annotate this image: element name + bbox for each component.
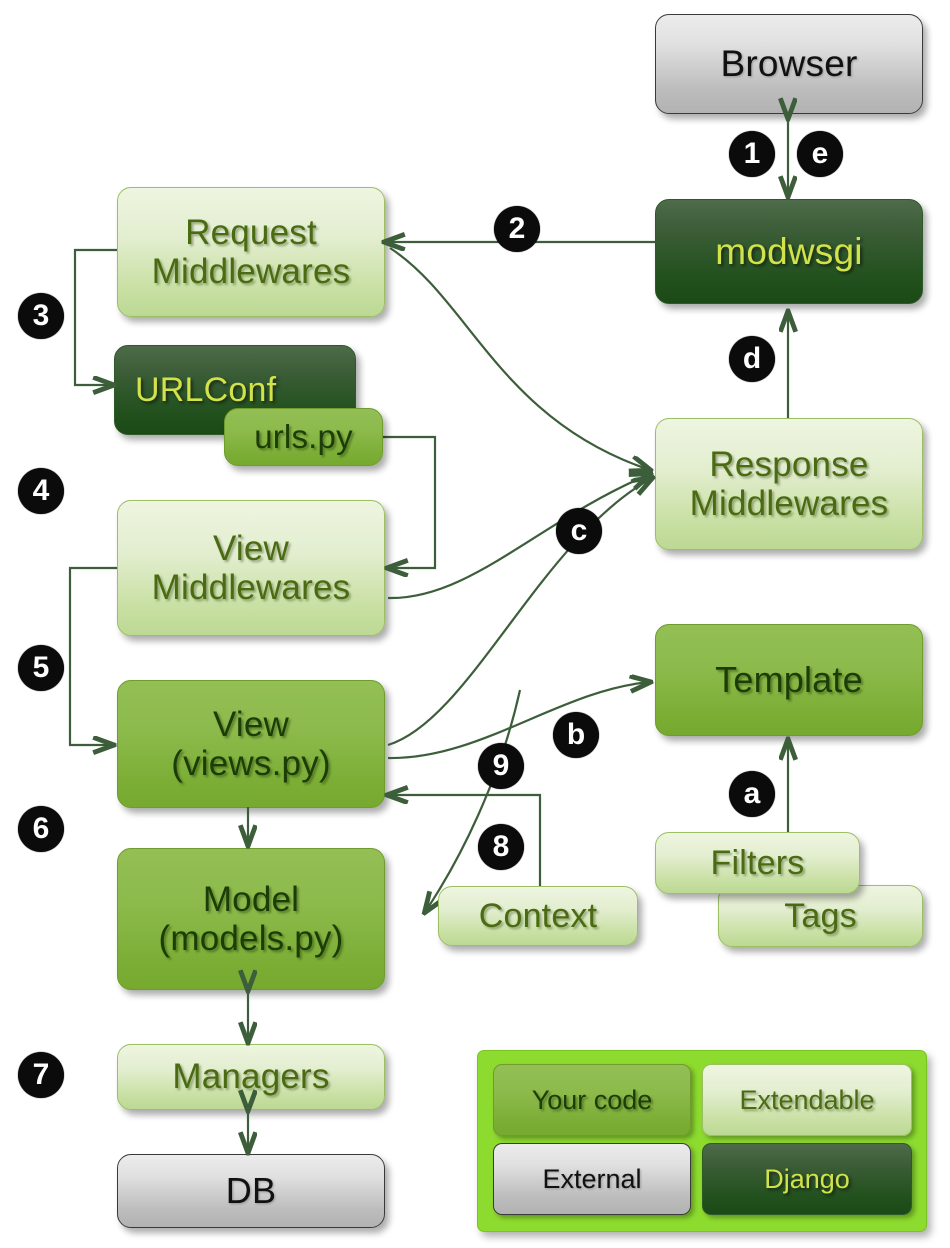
wire-request-mw-urlconf [73,248,117,385]
node-model[interactable]: Model (models.py) [117,848,385,990]
node-db[interactable]: DB [117,1154,385,1228]
wire-view-template [387,682,650,760]
node-view-middlewares[interactable]: View Middlewares [117,500,385,636]
node-tags-label: Tags [784,896,857,935]
badge-4-label: 4 [32,474,50,507]
node-urls-py[interactable]: urls.py [224,408,383,466]
node-db-label: DB [225,1169,277,1211]
badge-5-label: 5 [32,651,50,684]
badge-1-label: 1 [743,137,761,170]
badge-b-label: b [566,718,586,751]
legend-item-extendable-label: Extendable [739,1084,875,1115]
badge-e-label: e [811,137,829,170]
badge-a-label: a [743,777,761,810]
legend-item-extendable[interactable]: Extendable [702,1064,912,1136]
badge-9-label: 9 [492,749,510,782]
node-view-middlewares-label: View Middlewares [151,528,351,607]
badge-3-label: 3 [32,299,50,332]
legend-item-your-code-label: Your code [531,1084,653,1115]
node-modwsgi-label: modwsgi [715,230,863,272]
node-template[interactable]: Template [655,624,923,736]
node-request-middlewares-label: Request Middlewares [151,212,351,291]
badge-c-label: c [570,514,588,547]
legend-item-external-label: External [542,1163,642,1194]
node-managers-label: Managers [172,1057,330,1097]
legend-item-your-code[interactable]: Your code [493,1064,691,1136]
badge-b: b [553,712,599,758]
wire-view-response-mw [387,478,652,747]
badge-8-label: 8 [492,830,510,863]
node-context-label: Context [478,896,598,935]
badge-3: 3 [18,293,64,339]
node-filters-label: Filters [710,843,805,882]
wire-view-mw-response-mw [387,474,650,600]
legend-panel: Your code Extendable External Django [477,1050,927,1232]
badge-2-label: 2 [508,212,526,245]
wire-request-mw-response-mw [389,247,650,470]
badge-a: a [729,771,775,817]
badge-c: c [556,508,602,554]
badge-1: 1 [729,131,775,177]
wire-urlspy-view-mw [383,435,437,568]
badge-d-label: d [742,342,762,375]
node-template-label: Template [715,658,863,700]
badge-9: 9 [478,743,524,789]
legend-item-django-label: Django [764,1163,850,1194]
node-urls-py-label: urls.py [254,417,353,455]
node-model-label: Model (models.py) [158,879,344,958]
badge-4: 4 [18,468,64,514]
node-tags[interactable]: Tags [718,885,923,947]
node-browser[interactable]: Browser [655,14,923,114]
node-filters[interactable]: Filters [655,832,860,894]
badge-2: 2 [494,206,540,252]
node-modwsgi[interactable]: modwsgi [655,199,923,304]
badge-6-label: 6 [32,812,50,845]
badge-7: 7 [18,1052,64,1098]
node-response-middlewares-label: Response Middlewares [689,444,889,523]
wire-view-mw-view [68,566,117,745]
node-view-label: View (views.py) [171,704,331,783]
badge-6: 6 [18,806,64,852]
node-urlconf-label: URLConf [135,370,277,409]
badge-8: 8 [478,824,524,870]
legend-item-django[interactable]: Django [702,1143,912,1215]
badge-5: 5 [18,645,64,691]
node-request-middlewares[interactable]: Request Middlewares [117,187,385,317]
node-browser-label: Browser [720,43,858,85]
wire-context-to-model [425,689,522,912]
node-response-middlewares[interactable]: Response Middlewares [655,418,923,550]
legend-item-external[interactable]: External [493,1143,691,1215]
node-managers[interactable]: Managers [117,1044,385,1110]
node-context[interactable]: Context [438,886,638,946]
node-view[interactable]: View (views.py) [117,680,385,808]
badge-d: d [729,336,775,382]
badge-7-label: 7 [32,1058,50,1091]
badge-e: e [797,131,843,177]
